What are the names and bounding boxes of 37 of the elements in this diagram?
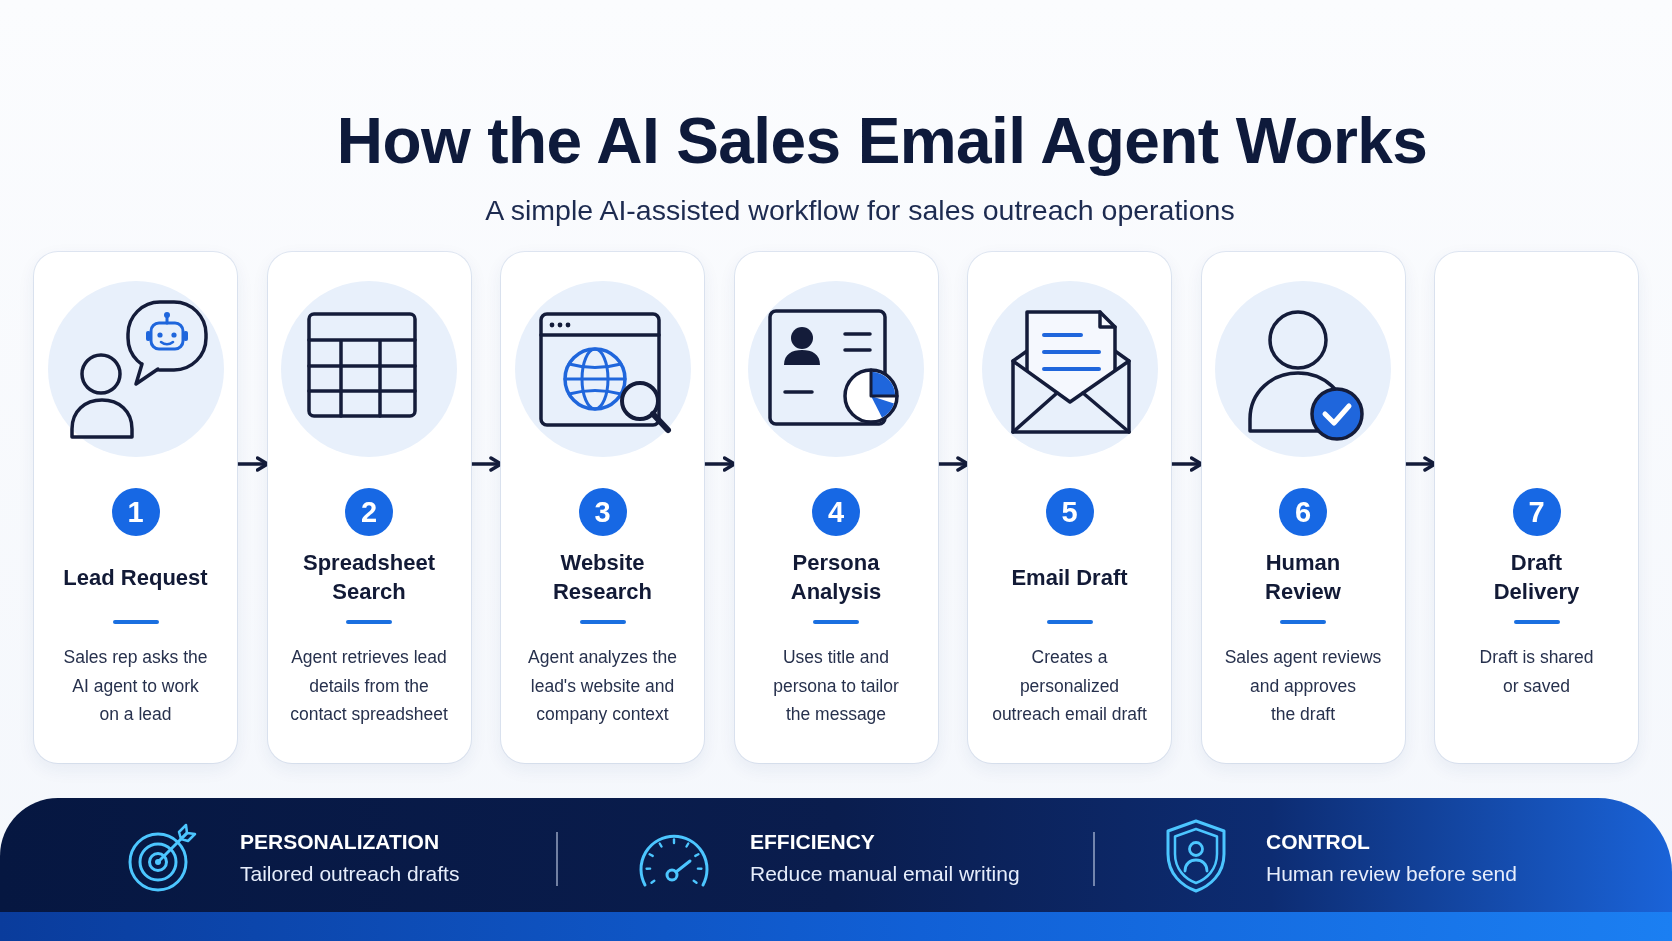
title: How the AI Sales Email Agent Works — [336, 104, 1428, 178]
number-badge: 1 — [111, 488, 160, 536]
step-title: Website Research — [551, 549, 654, 606]
step-card — [1201, 252, 1405, 763]
step-description: Creates a personalized outreach email draft — [991, 646, 1148, 726]
number-badge: 6 — [1279, 488, 1327, 536]
feature-description: Human review before send — [1266, 862, 1517, 886]
feature-heading: CONTROL — [1266, 830, 1370, 854]
step-description: Sales rep asks the AI agent to work on a lead — [62, 646, 209, 726]
step-card — [34, 252, 237, 763]
step-description: Draft is shared or saved — [1478, 646, 1595, 698]
step-title: Draft Delivery — [1492, 549, 1581, 606]
step-description: Agent analyzes the lead's website and company context — [527, 646, 678, 726]
step-card — [1435, 252, 1638, 763]
step-description: Uses title and persona to tailor the message — [772, 646, 900, 726]
feature-heading: PERSONALIZATION — [240, 830, 440, 854]
feature-description: Tailored outreach drafts — [240, 862, 460, 886]
number-badge: 4 — [812, 488, 860, 536]
number-badge: 5 — [1045, 488, 1094, 536]
step-description: Agent retrieves lead details from the contact spreadsheet — [289, 646, 449, 726]
step-title: Lead Request — [63, 563, 208, 592]
step-card — [968, 252, 1171, 763]
step-card — [734, 252, 938, 763]
subtitle: A simple AI-assisted workflow for sales outreach operations — [485, 193, 1235, 228]
step-card — [267, 252, 471, 763]
step-title: Human Review — [1264, 549, 1342, 606]
step-title: Email Draft — [1011, 563, 1128, 592]
feature-band — [0, 798, 1672, 941]
number-badge: 7 — [1512, 488, 1561, 536]
step-description: Sales agent reviews and approves the draft — [1223, 646, 1383, 726]
step-title: Spreadsheet Search — [301, 549, 437, 606]
feature-description: Reduce manual email writing — [750, 862, 1020, 886]
feature-heading: EFFICIENCY — [750, 830, 875, 854]
step-title: Persona Analysis — [789, 549, 883, 606]
number-badge: 2 — [345, 488, 393, 536]
number-badge: 3 — [578, 488, 627, 536]
step-card — [501, 252, 704, 763]
